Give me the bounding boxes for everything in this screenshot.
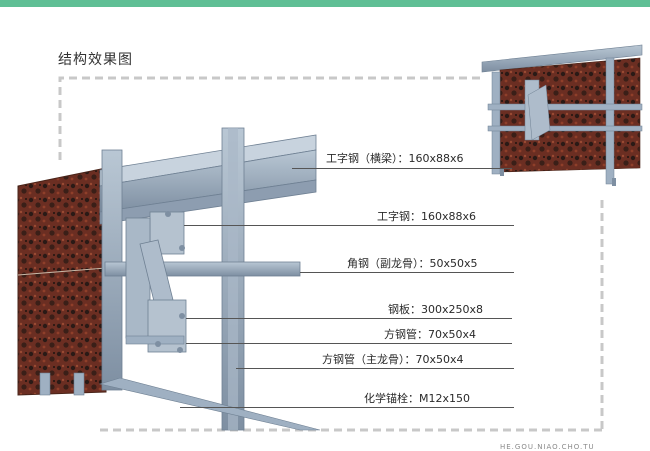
- label-steel-plate: 钢板：300x250x8: [388, 303, 484, 316]
- leader-line-i-beam: [184, 225, 514, 226]
- dashed-frame: [58, 76, 604, 432]
- leader-line-square-tube-main: [236, 368, 514, 369]
- label-chemical-anchor: 化学锚栓：M12x150: [364, 392, 470, 405]
- diagram-title: 结构效果图: [58, 52, 133, 68]
- label-square-tube-main: 方钢管（主龙骨）：70x50x4: [322, 353, 464, 366]
- label-angle-steel: 角钢（副龙骨）：50x50x5: [347, 257, 478, 270]
- leader-line-crossbeam: [292, 168, 512, 169]
- leader-line-square-tube: [186, 343, 512, 344]
- watermark-text: HE.GOU.NIAO.CHO.TU: [500, 443, 595, 451]
- leader-line-anchor: [180, 407, 514, 408]
- label-i-beam-crossbeam: 工字钢（横梁）：160x88x6: [326, 152, 464, 165]
- main-structure-view: [17, 127, 321, 431]
- label-i-beam: 工字钢：160x88x6: [377, 210, 477, 223]
- leader-line-angle-steel: [300, 272, 514, 273]
- leader-line-steel-plate: [186, 318, 512, 319]
- top-accent-band: [0, 0, 650, 7]
- granite-panel: [17, 167, 107, 396]
- thumbnail-view: [481, 44, 643, 186]
- label-square-tube: 方钢管：70x50x4: [384, 328, 477, 341]
